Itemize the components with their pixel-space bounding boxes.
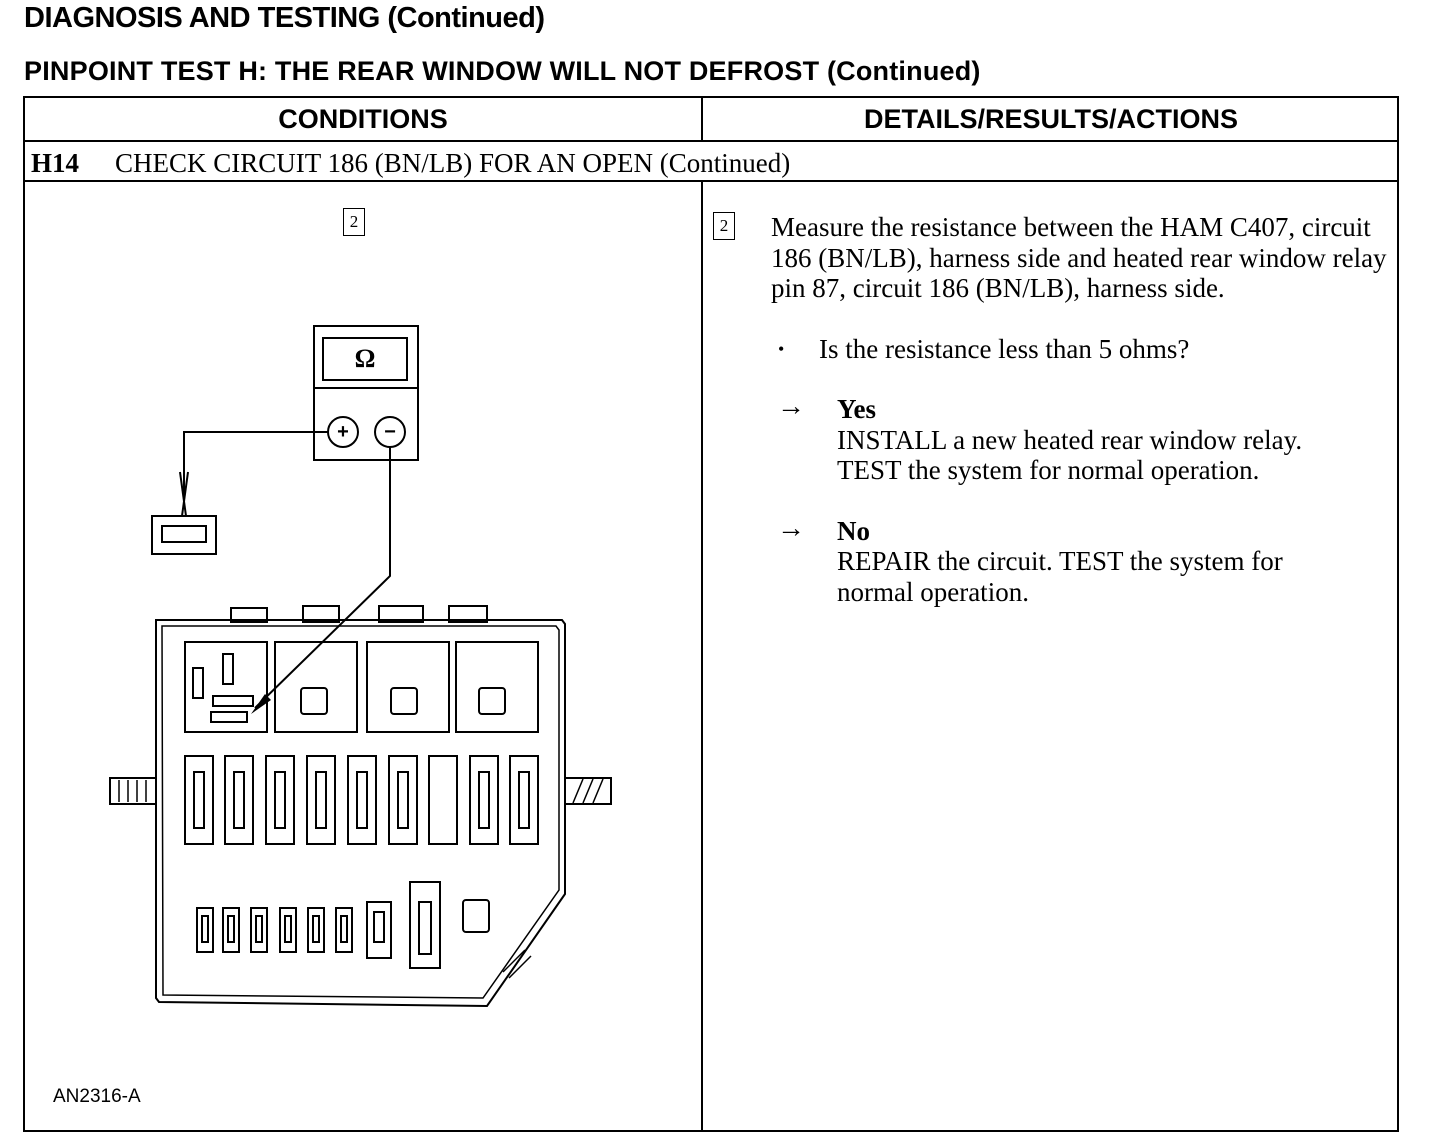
header-column-divider	[701, 98, 703, 140]
details-column-header: DETAILS/RESULTS/ACTIONS	[863, 104, 1238, 134]
probe-tip	[251, 694, 271, 714]
answer-label-yes: Yes	[837, 394, 876, 424]
ham-connector-c407	[151, 515, 217, 555]
question-row: • Is the resistance less than 5 ohms?	[771, 334, 1391, 365]
positive-terminal-label: +	[337, 421, 349, 443]
step-row: H14 CHECK CIRCUIT 186 (BN/LB) FOR AN OPEN…	[31, 148, 790, 179]
instruction-text: Measure the resistance between the HAM C…	[771, 212, 1387, 303]
bullet-icon: •	[778, 338, 785, 359]
ohm-symbol: Ω	[354, 344, 376, 373]
body-column-divider	[701, 180, 703, 1132]
step-number-box-conditions: 2	[343, 208, 365, 236]
ohmmeter-fuse-box-illustration	[109, 325, 612, 1008]
negative-terminal-label: −	[384, 421, 396, 443]
figure-id: AN2316-A	[53, 1086, 141, 1107]
heated-rear-window-relay-socket	[184, 641, 268, 733]
negative-test-lead	[254, 447, 391, 709]
details-panel: Measure the resistance between the HAM C…	[771, 212, 1391, 607]
header-divider	[25, 140, 1397, 142]
answer-text-yes: INSTALL a new heated rear window relay. …	[837, 424, 1303, 486]
fuse-box	[109, 605, 612, 1008]
step-number-box-details: 2	[713, 212, 735, 240]
answer-label-no: No	[837, 515, 870, 546]
conditions-column-header: CONDITIONS	[278, 104, 448, 134]
pinpoint-test-title: PINPOINT TEST H: THE REAR WINDOW WILL NO…	[24, 56, 981, 86]
conditions-diagram: Ω + −	[25, 182, 701, 1132]
pinpoint-test-table: CONDITIONS DETAILS/RESULTS/ACTIONS H14 CH…	[23, 96, 1399, 1132]
page-title: DIAGNOSIS AND TESTING (Continued)	[24, 2, 545, 34]
positive-test-lead	[183, 431, 328, 504]
step-id: H14	[31, 148, 80, 178]
answer-text-no: REPAIR the circuit. TEST the system for …	[837, 546, 1283, 607]
result-no: → No REPAIR the circuit. TEST the system…	[771, 512, 1391, 608]
arrow-icon: →	[777, 391, 805, 422]
step-row-divider	[25, 180, 1397, 182]
step-title: CHECK CIRCUIT 186 (BN/LB) FOR AN OPEN (C…	[115, 148, 791, 178]
result-yes: → Yes INSTALL a new heated rear window r…	[771, 391, 1391, 486]
arrow-icon: →	[777, 512, 805, 544]
question-text: Is the resistance less than 5 ohms?	[819, 333, 1190, 364]
